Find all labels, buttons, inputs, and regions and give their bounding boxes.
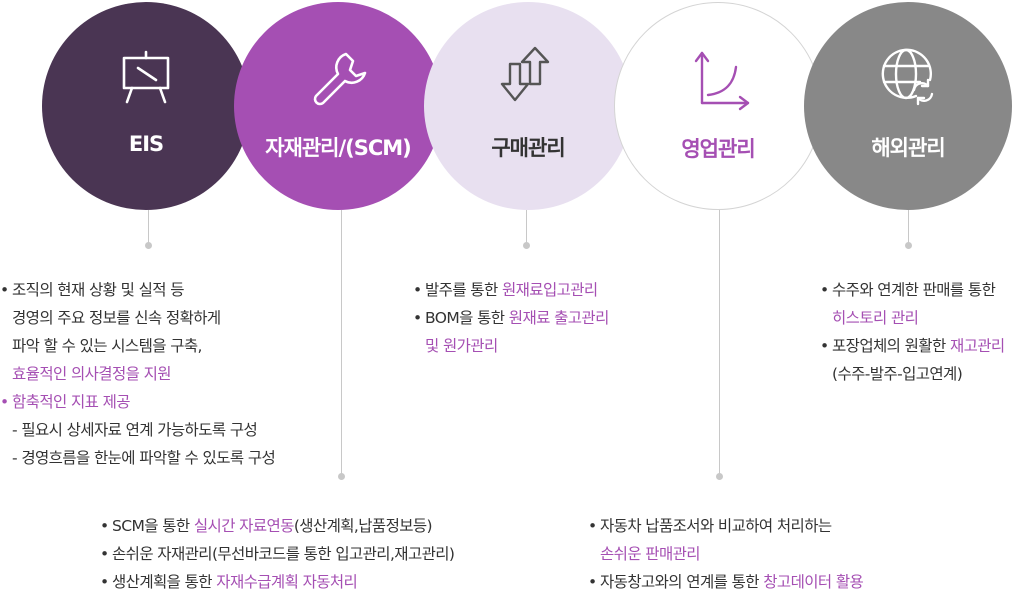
purchase-title: 구매관리 [491, 136, 565, 160]
list-item: 수주와 연계한 판매를 통한 [820, 276, 1005, 304]
overseas-description: 수주와 연계한 판매를 통한 히스토리 관리 포장업체의 원활한 재고관리 (수… [820, 276, 1005, 388]
globe-icon [804, 46, 1012, 110]
presentation-board-icon [42, 46, 250, 110]
sales-circle: 영업관리 [614, 2, 822, 210]
scm-title: 자재관리/(SCM) [265, 136, 412, 160]
scm-connector-line [341, 210, 342, 476]
list-item: 포장업체의 원활한 재고관리 [820, 332, 1005, 360]
sub-item: - 필요시 상세자료 연계 가능하도록 구성 [12, 421, 258, 439]
list-item-continuation: 경영의 주요 정보를 신속 정확하게 [12, 309, 221, 327]
up-down-arrows-icon [424, 46, 632, 110]
list-item: BOM을 통한 원재료 출고관리 [413, 304, 609, 332]
list-item: 자동창고와의 연계를 통한 창고데이터 활용 [588, 568, 864, 596]
list-item: 자동차 납품조서와 비교하여 처리하는 [588, 512, 863, 540]
overseas-connector-line [908, 210, 909, 245]
list-item-continuation: 파악 할 수 있는 시스템을 구축, [12, 337, 202, 355]
list-item-continuation: 효율적인 의사결정을 지원 [12, 365, 172, 383]
growth-curve-icon [615, 47, 821, 111]
list-item-continuation: (수주-발주-입고연계) [832, 365, 963, 383]
list-item: SCM을 통한 실시간 자료연동(생산계획,납품정보등) [100, 512, 454, 540]
eis-circle: EIS [42, 2, 250, 210]
list-item-continuation: 및 원가관리 [425, 337, 498, 355]
eis-description: 조직의 현재 상황 및 실적 등 경영의 주요 정보를 신속 정확하게 파악 할… [0, 276, 276, 472]
list-item: 손쉬운 자재관리(무선바코드를 통한 입고관리,재고관리) [100, 540, 455, 568]
overseas-title: 해외관리 [871, 136, 945, 160]
purchase-description: 발주를 통한 원재료입고관리 BOM을 통한 원재료 출고관리 및 원가관리 [413, 276, 609, 360]
list-item-continuation: 손쉬운 판매관리 [600, 545, 701, 563]
list-item-continuation: 히스토리 관리 [832, 309, 919, 327]
scm-circle: 자재관리/(SCM) [234, 2, 442, 210]
eis-connector-line [148, 210, 149, 245]
scm-description: SCM을 통한 실시간 자료연동(생산계획,납품정보등) 손쉬운 자재관리(무선… [100, 512, 455, 596]
wrench-icon [234, 46, 442, 110]
sales-connector-dot [716, 473, 723, 480]
eis-connector-dot [145, 242, 152, 249]
list-item: 생산계획을 통한 자재수급계획 자동처리 [100, 568, 454, 596]
overseas-circle: 해외관리 [804, 2, 1012, 210]
purchase-connector-dot [523, 242, 530, 249]
overseas-connector-dot [905, 242, 912, 249]
purchase-connector-line [526, 210, 527, 245]
sub-item: - 경영흐름을 한눈에 파악할 수 있도록 구성 [12, 449, 276, 467]
purchase-circle: 구매관리 [424, 2, 632, 210]
list-item: 함축적인 지표 제공 [0, 388, 275, 416]
list-item: 조직의 현재 상황 및 실적 등 [0, 276, 275, 304]
eis-title: EIS [128, 132, 164, 156]
scm-connector-dot [338, 473, 345, 480]
sales-description: 자동차 납품조서와 비교하여 처리하는 손쉬운 판매관리 자동창고와의 연계를 … [588, 512, 864, 596]
sales-connector-line [719, 210, 720, 476]
sales-title: 영업관리 [681, 137, 755, 161]
list-item: 발주를 통한 원재료입고관리 [413, 276, 609, 304]
